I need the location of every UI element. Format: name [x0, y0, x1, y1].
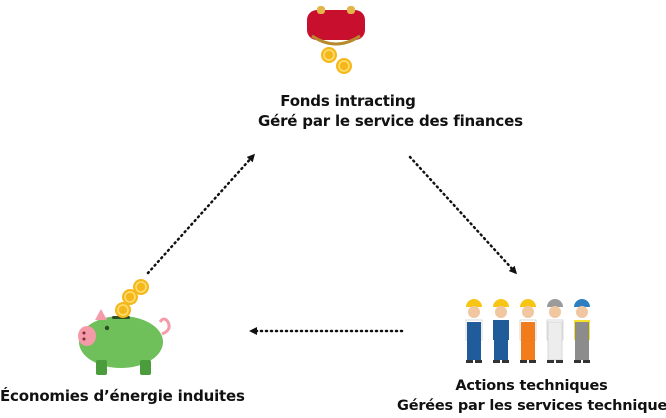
piggy-bank-icon	[78, 279, 171, 375]
actions-subtitle: Gérées par les services techniques	[397, 398, 666, 414]
technician-figure	[574, 299, 590, 363]
technician-figure	[519, 299, 537, 363]
arrow-savings-to-fund	[146, 153, 256, 275]
fund-subtitle: Géré par le service des finances	[258, 112, 523, 130]
arrow-fund-to-actions	[408, 155, 518, 275]
fund-title: Fonds intracting	[280, 92, 416, 110]
technician-figure	[546, 299, 564, 363]
technician-figure	[465, 299, 483, 363]
fund-node-label: Fonds intracting Géré par le service des…	[258, 91, 523, 131]
savings-title: Économies d’énergie induites	[0, 387, 245, 405]
actions-node-label: Actions techniques Gérées par les servic…	[397, 376, 666, 416]
coin-purse-icon	[307, 6, 365, 74]
actions-title: Actions techniques	[455, 378, 608, 394]
technicians-icon	[465, 299, 590, 363]
technician-figure	[493, 299, 509, 363]
savings-node-label: Économies d’énergie induites	[0, 386, 245, 406]
